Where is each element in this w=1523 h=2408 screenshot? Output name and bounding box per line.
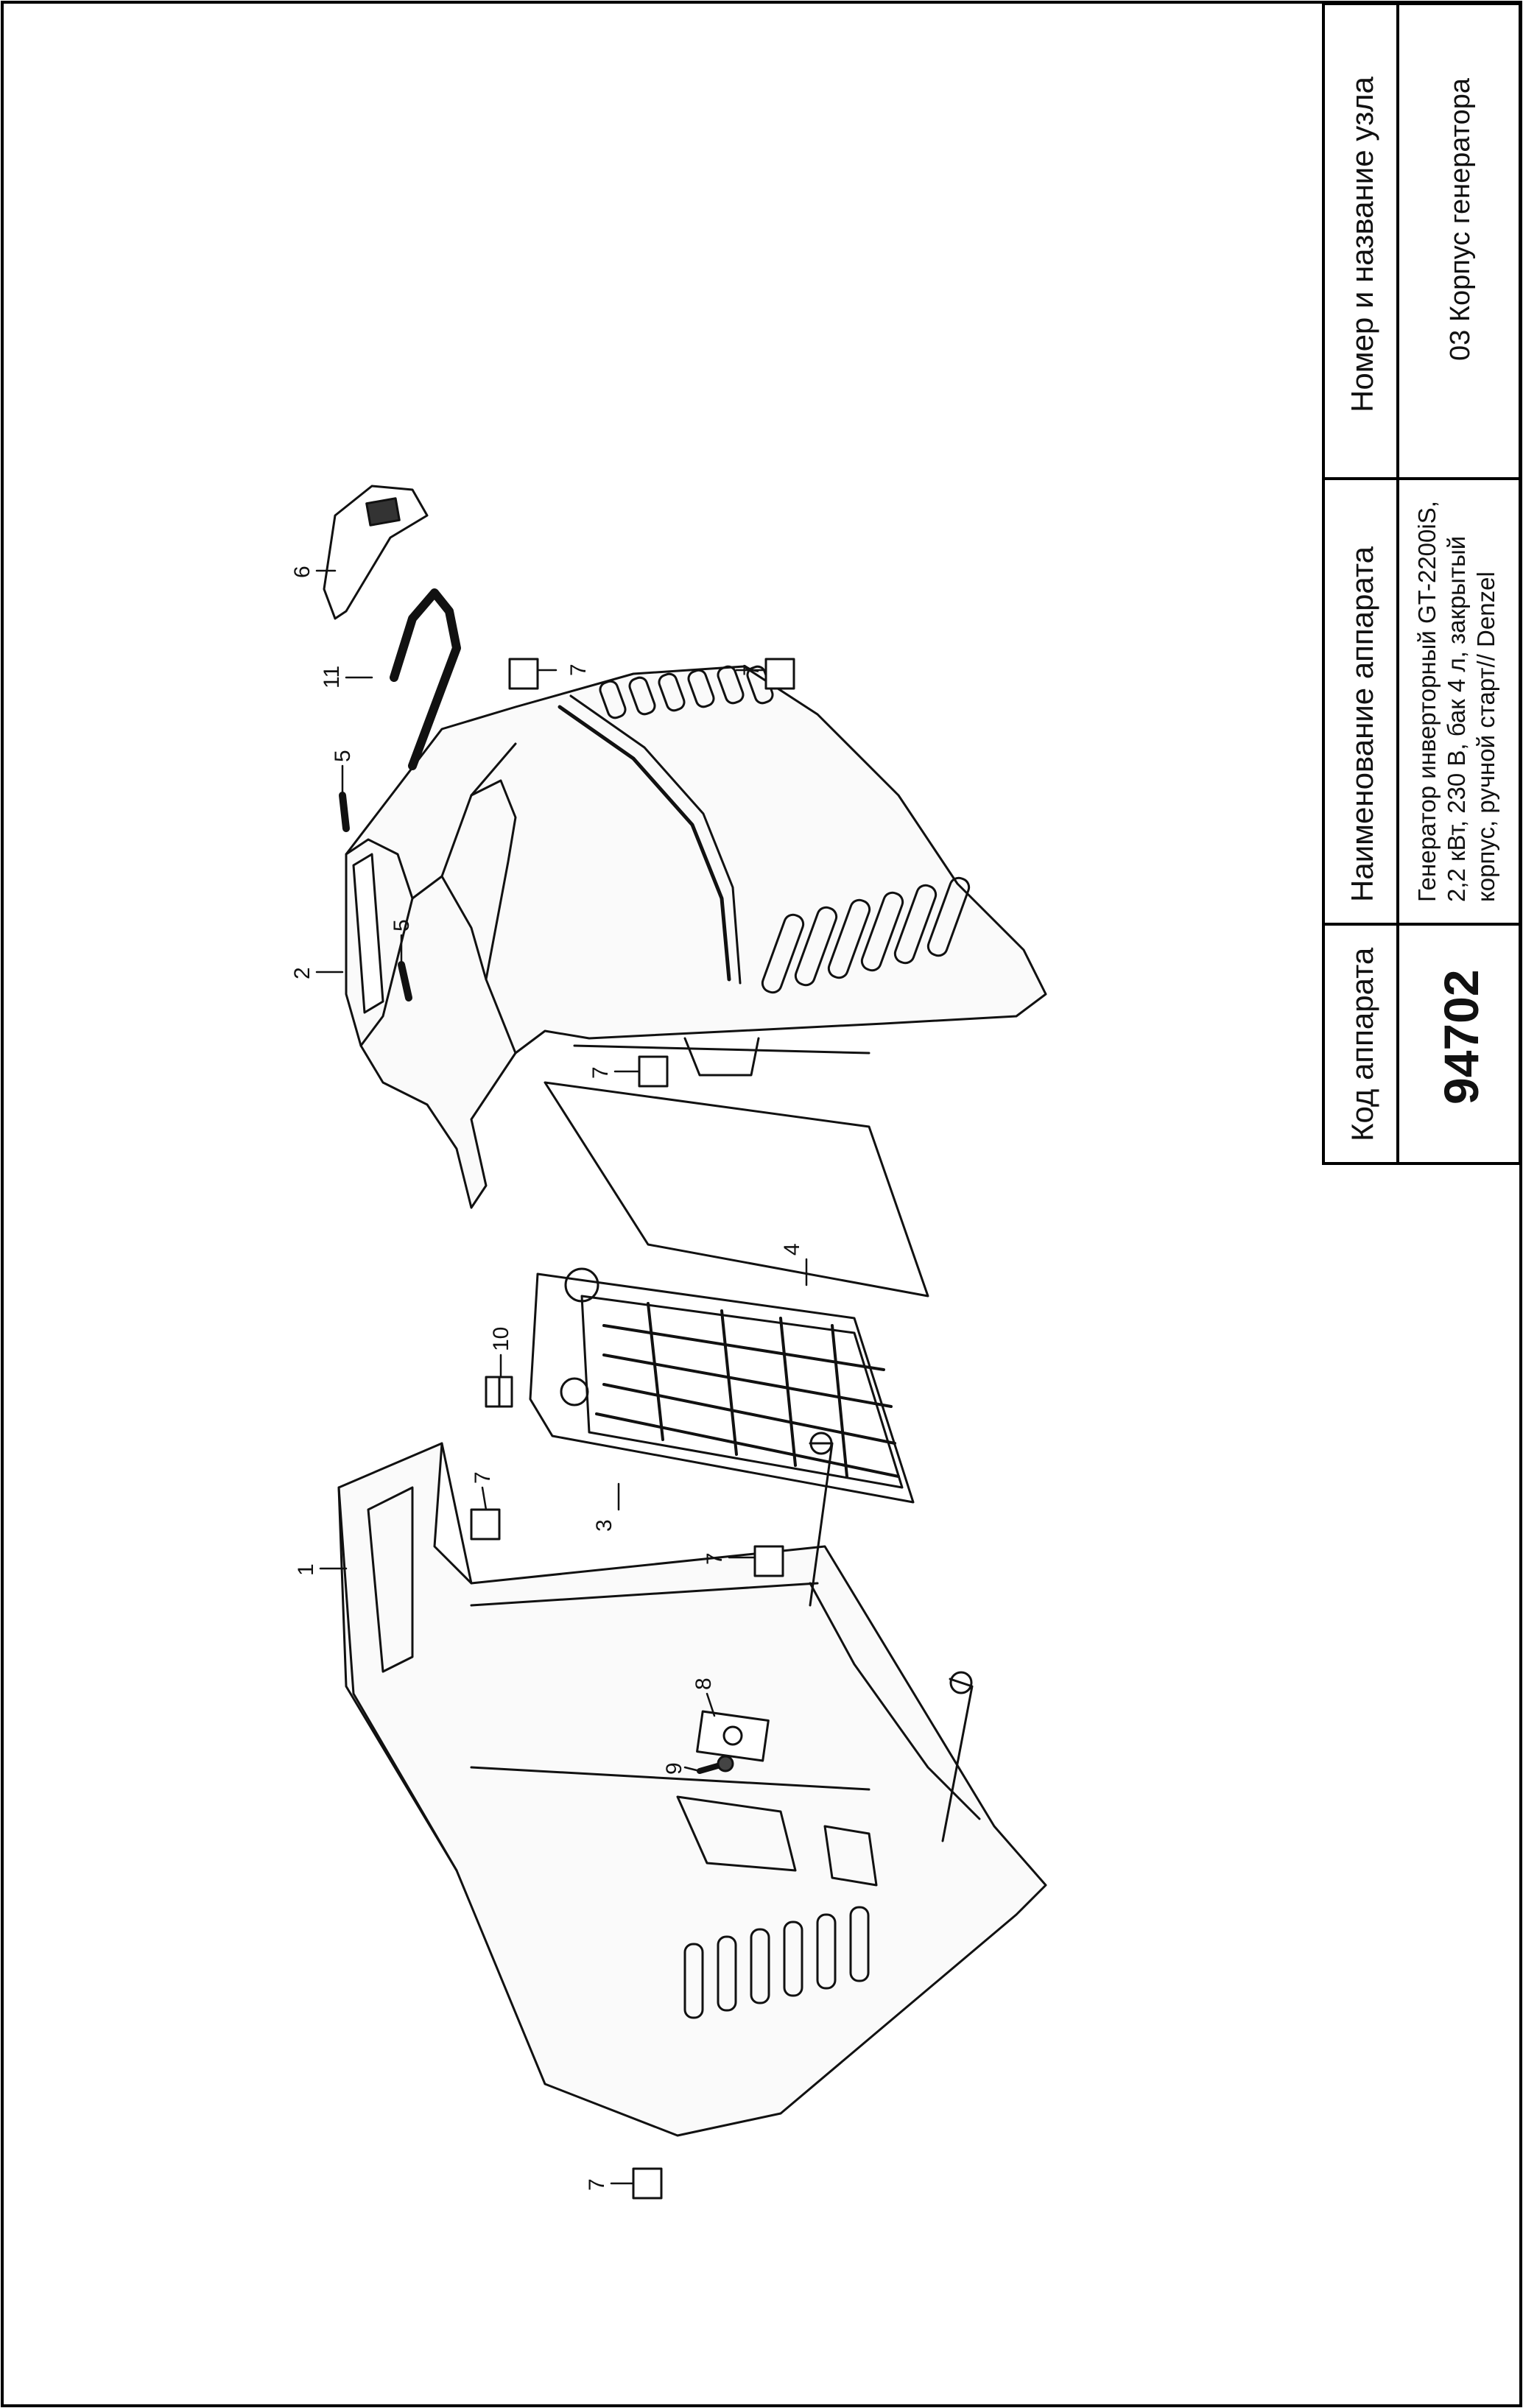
screw-10-part (485, 1376, 513, 1408)
callout-3: 3 (592, 1519, 616, 1532)
exploded-view-drawing: 1 2 3 4 5 5 6 7 7 7 7 7 7 8 9 10 11 (290, 485, 1047, 2200)
callout-5a: 5 (331, 750, 355, 762)
apparatus-name-line-1: Генератор инверторный GT-2200iS, (1413, 501, 1441, 902)
apparatus-name-line-2: 2,2 кВт, 230 В, бак 4 л, закрытый (1443, 535, 1470, 902)
callout-10: 10 (489, 1327, 513, 1351)
handle-cap-part (323, 485, 429, 620)
callout-7f: 7 (585, 2178, 609, 2191)
apparatus-name-line-3: корпус, ручной старт// Denzel (1472, 571, 1499, 902)
callout-5b: 5 (390, 919, 414, 932)
callout-6: 6 (290, 566, 314, 578)
clip-nuts (470, 658, 795, 2200)
callout-2: 2 (290, 967, 314, 979)
code-header: Код аппарата (1345, 947, 1379, 1141)
screw-5a-part (339, 792, 350, 832)
screw-5b-part (398, 961, 412, 1001)
node-name: 03 Корпус генератора (1445, 77, 1476, 361)
callout-1: 1 (294, 1563, 318, 1576)
callout-7e: 7 (703, 1552, 727, 1565)
screw-9-part (697, 1755, 734, 1774)
seal-strip-part (390, 588, 461, 770)
node-header: Номер и название узла (1345, 77, 1379, 412)
callout-7d: 7 (471, 1471, 495, 1484)
callout-11: 11 (320, 666, 344, 689)
apparatus-code: 94702 (1434, 969, 1488, 1105)
grille-frame-part (529, 1267, 915, 1504)
callout-9: 9 (662, 1762, 686, 1775)
panel-part (544, 1081, 929, 1298)
clip-plate-part (696, 1710, 770, 1762)
callout-7b: 7 (739, 663, 764, 676)
callout-7c: 7 (588, 1066, 613, 1079)
lower-housing-part (337, 1432, 1047, 2137)
name-header: Наименование аппарата (1345, 546, 1379, 902)
callout-4: 4 (780, 1243, 804, 1256)
callout-7a: 7 (566, 663, 591, 676)
callout-8: 8 (692, 1677, 716, 1690)
